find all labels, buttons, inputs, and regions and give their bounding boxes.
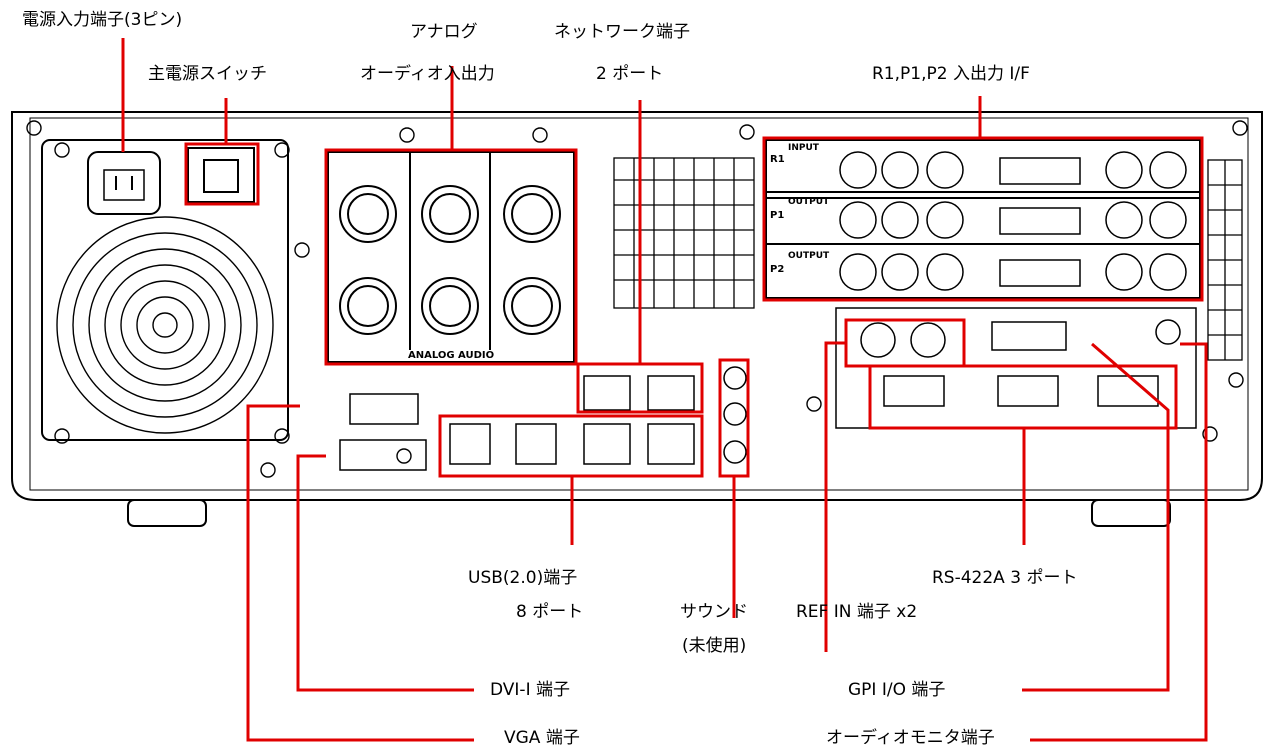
leader-dvi (296, 454, 474, 692)
leader-ref-in (824, 341, 846, 652)
label-usb-line1: USB(2.0)端子 (468, 568, 578, 588)
foot-right (1091, 499, 1171, 527)
vent-grid (613, 157, 755, 309)
leader-lines (121, 38, 1208, 742)
label-power-inlet: 電源入力端子(3ピン) (22, 10, 183, 30)
label-gpio: GPI I/O 端子 (848, 680, 946, 700)
highlight-ref-in (844, 318, 966, 368)
lower-right-panel (835, 307, 1197, 429)
label-network-line2: 2 ポート (596, 64, 664, 84)
mainboard-connectors (339, 366, 747, 471)
label-analog-audio-line1: アナログ (410, 22, 478, 42)
label-audio-monitor: オーディオモニタ端子 (826, 728, 995, 748)
label-analog-audio-line2: オーディオ入出力 (360, 64, 495, 84)
highlight-analog-audio (324, 148, 578, 366)
panel-label-input: INPUT (788, 143, 820, 153)
leader-gpio (1022, 342, 1170, 692)
io-boards (765, 139, 1201, 299)
label-main-switch: 主電源スイッチ (148, 64, 267, 84)
label-sound-line1: サウンド (680, 602, 748, 622)
foot-left (127, 499, 207, 527)
panel-label-r1: R1 (770, 154, 785, 165)
panel-label-output-1: OUTPUT (788, 197, 830, 207)
analog-audio-module (327, 151, 575, 363)
label-rs422: RS-422A 3 ポート (932, 568, 1078, 588)
label-dvi: DVI-I 端子 (490, 680, 570, 700)
power-supply-module (41, 139, 289, 441)
leader-audio-monitor (1030, 342, 1208, 742)
label-vga: VGA 端子 (504, 728, 580, 748)
highlight-io-boards (762, 136, 1204, 302)
label-io-boards: R1,P1,P2 入出力 I/F (872, 64, 1030, 84)
panel-label-output-2: OUTPUT (788, 251, 830, 261)
leader-vga (246, 404, 474, 742)
side-vents (1207, 159, 1243, 361)
panel-label-analog-audio: ANALOG AUDIO (408, 350, 494, 361)
panel-label-p2: P2 (770, 264, 784, 275)
panel-label-p1: P1 (770, 210, 784, 221)
label-ref-in: REF IN 端子 x2 (796, 602, 918, 622)
highlight-usb (438, 414, 704, 478)
highlight-network (576, 362, 704, 414)
label-network-line1: ネットワーク端子 (554, 22, 690, 42)
screws (26, 120, 1248, 478)
chassis-inner (29, 117, 1249, 491)
chassis-outline (11, 111, 1263, 501)
label-sound-line2: (未使用) (682, 636, 747, 656)
label-usb-line2: 8 ポート (516, 602, 584, 622)
highlight-power-switch (184, 142, 260, 206)
